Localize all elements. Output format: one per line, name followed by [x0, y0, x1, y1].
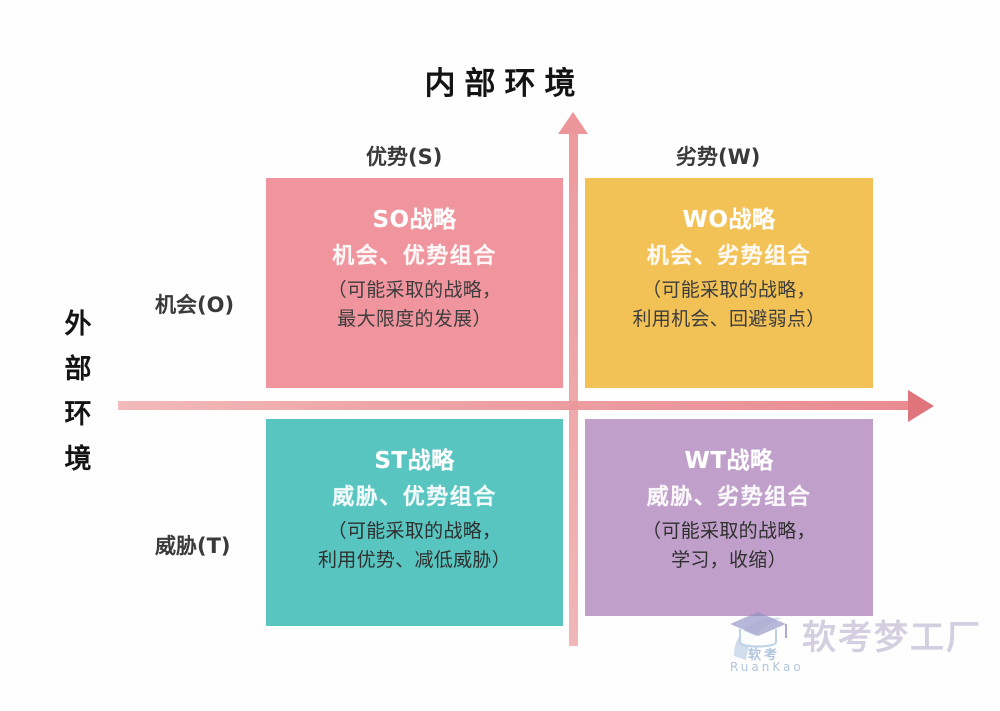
- quadrant-wt-note-line-1: （可能采取的战略，: [642, 520, 816, 542]
- vertical-axis-arrowhead-icon: [558, 112, 588, 134]
- quadrant-so-note-line-2: 最大限度的发展）: [337, 308, 492, 330]
- quadrant-st-note: （可能采取的战略， 利用优势、减低威胁）: [318, 517, 511, 575]
- column-label-strengths: 优势(S): [366, 145, 443, 169]
- quadrant-st-title: ST战略: [374, 448, 455, 474]
- quadrant-st-note-line-2: 利用优势、减低威胁）: [317, 549, 511, 571]
- column-label-weaknesses: 劣势(W): [676, 145, 761, 169]
- row-label-threats: 威胁(T): [155, 534, 231, 558]
- quadrant-wo-note-line-2: 利用机会、回避弱点）: [632, 308, 826, 330]
- quadrant-wt-note-line-2: 学习，收缩）: [671, 549, 787, 571]
- quadrant-so-note-line-1: （可能采取的战略，: [327, 279, 502, 301]
- watermark-text: 软考梦工厂: [802, 618, 982, 658]
- quadrant-wt-note: （可能采取的战略， 学习，收缩）: [642, 517, 816, 575]
- external-title-char-2: 部: [64, 354, 92, 385]
- quadrant-wo-subtitle: 机会、劣势组合: [646, 244, 812, 269]
- quadrant-so-note: （可能采取的战略， 最大限度的发展）: [328, 276, 502, 334]
- external-title-char-3: 环: [64, 399, 92, 430]
- quadrant-so-title: SO战略: [372, 207, 457, 233]
- quadrant-so-subtitle: 机会、优势组合: [332, 244, 497, 269]
- external-title-char-4: 境: [64, 444, 92, 475]
- quadrant-st-note-line-1: （可能采取的战略，: [327, 520, 502, 542]
- watermark-brand-en: RuanKao: [730, 660, 804, 674]
- quadrant-wt-title: WT战略: [684, 448, 774, 474]
- internal-environment-title: 内部环境: [424, 66, 585, 102]
- quadrant-st: ST战略 威胁、优势组合 （可能采取的战略， 利用优势、减低威胁）: [266, 419, 563, 626]
- quadrant-wt: WT战略 威胁、劣势组合 （可能采取的战略， 学习，收缩）: [585, 419, 873, 616]
- quadrant-wo-title: WO战略: [682, 207, 776, 233]
- external-title-char-1: 外: [64, 309, 92, 340]
- quadrant-wo: WO战略 机会、劣势组合 （可能采取的战略， 利用机会、回避弱点）: [585, 178, 873, 388]
- quadrant-so: SO战略 机会、优势组合 （可能采取的战略， 最大限度的发展）: [266, 178, 563, 388]
- external-environment-title: 外 部 环 境: [55, 302, 101, 482]
- quadrant-wo-note: （可能采取的战略， 利用机会、回避弱点）: [632, 276, 825, 334]
- horizontal-axis-line: [118, 401, 918, 410]
- row-label-opportunities: 机会(O): [155, 293, 235, 317]
- quadrant-st-subtitle: 威胁、优势组合: [332, 485, 497, 510]
- quadrant-wt-subtitle: 威胁、劣势组合: [646, 485, 812, 510]
- horizontal-axis-arrowhead-icon: [908, 390, 934, 422]
- watermark-brand-cn: 软考: [748, 648, 781, 663]
- quadrant-wo-note-line-1: （可能采取的战略，: [642, 279, 816, 301]
- vertical-axis-line: [569, 128, 578, 646]
